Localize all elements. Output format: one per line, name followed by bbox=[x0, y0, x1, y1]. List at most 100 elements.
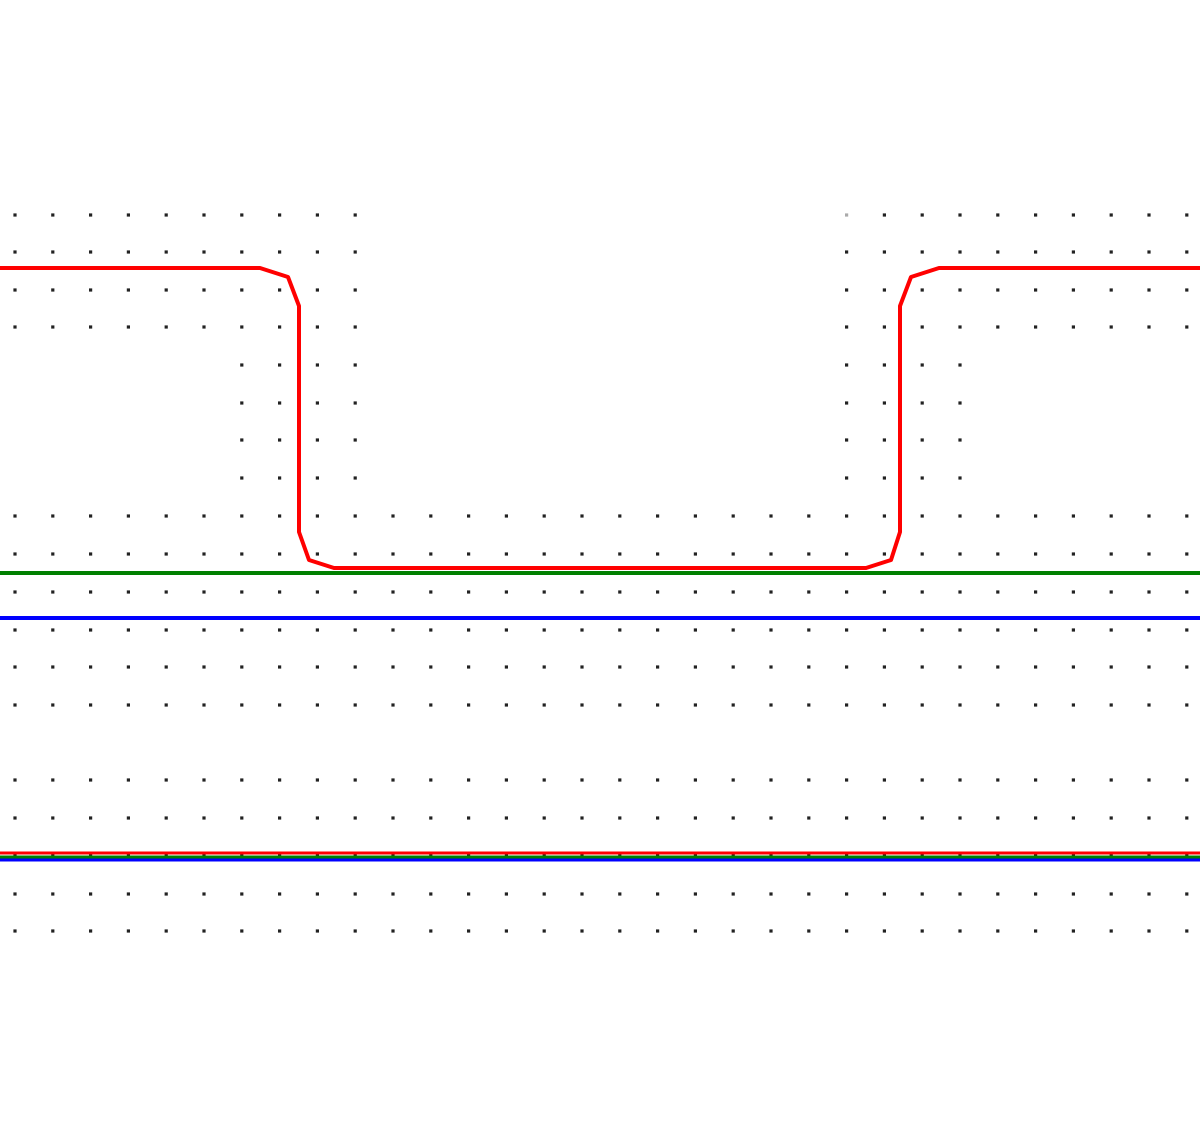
grid-dot bbox=[278, 514, 282, 518]
grid-dot bbox=[164, 288, 168, 292]
grid-dot bbox=[920, 590, 924, 594]
grid-dot bbox=[1071, 325, 1075, 329]
grid-dot bbox=[240, 514, 244, 518]
grid-dot bbox=[13, 703, 17, 707]
grid-dot bbox=[429, 628, 433, 632]
grid-dot bbox=[656, 778, 660, 782]
grid-dot bbox=[1071, 929, 1075, 933]
grid-dot bbox=[845, 325, 849, 329]
grid-dot bbox=[920, 816, 924, 820]
grid-dot bbox=[1185, 929, 1189, 933]
grid-dot bbox=[126, 590, 130, 594]
grid-dot bbox=[202, 628, 206, 632]
grid-dot bbox=[656, 628, 660, 632]
grid-dot bbox=[882, 929, 886, 933]
grid-dot bbox=[240, 325, 244, 329]
grid-dot bbox=[845, 250, 849, 254]
grid-dot bbox=[164, 929, 168, 933]
grid-dot bbox=[353, 628, 357, 632]
grid-dot bbox=[958, 250, 962, 254]
grid-dot bbox=[315, 703, 319, 707]
grid-dot bbox=[89, 250, 93, 254]
grid-dot bbox=[89, 892, 93, 896]
grid-dot bbox=[920, 703, 924, 707]
grid-dot bbox=[467, 929, 471, 933]
grid-dot bbox=[278, 552, 282, 556]
grid-dot bbox=[1071, 552, 1075, 556]
grid-dot bbox=[467, 703, 471, 707]
grid-dot bbox=[1034, 213, 1038, 217]
grid-dot bbox=[202, 816, 206, 820]
grid-dot bbox=[429, 665, 433, 669]
grid-dot bbox=[920, 892, 924, 896]
grid-dot bbox=[391, 778, 395, 782]
grid-dot bbox=[807, 816, 811, 820]
grid-dot bbox=[391, 665, 395, 669]
grid-dot bbox=[504, 552, 508, 556]
grid-dot bbox=[315, 816, 319, 820]
grid-dot bbox=[1034, 665, 1038, 669]
grid-dot bbox=[1109, 816, 1113, 820]
grid-dot bbox=[353, 476, 357, 480]
grid-dot bbox=[126, 213, 130, 217]
grid-dot bbox=[731, 778, 735, 782]
grid-dot bbox=[504, 514, 508, 518]
grid-dot bbox=[618, 665, 622, 669]
grid-dot bbox=[13, 325, 17, 329]
grid-dot bbox=[656, 590, 660, 594]
grid-dot bbox=[240, 476, 244, 480]
grid-dot bbox=[315, 892, 319, 896]
grid-dot bbox=[429, 892, 433, 896]
grid-dot bbox=[278, 325, 282, 329]
grid-dot bbox=[618, 892, 622, 896]
grid-dot bbox=[693, 552, 697, 556]
grid-dot bbox=[202, 250, 206, 254]
grid-dot bbox=[1109, 778, 1113, 782]
grid-dot bbox=[845, 778, 849, 782]
grid-dot bbox=[1147, 665, 1151, 669]
grid-dot bbox=[1185, 778, 1189, 782]
grid-dot bbox=[391, 514, 395, 518]
grid-dot bbox=[845, 892, 849, 896]
grid-dot bbox=[882, 363, 886, 367]
grid-dot bbox=[882, 514, 886, 518]
grid-dot bbox=[542, 628, 546, 632]
grid-dot bbox=[315, 514, 319, 518]
grid-dot bbox=[1034, 590, 1038, 594]
grid-dot bbox=[958, 288, 962, 292]
grid-dot bbox=[882, 628, 886, 632]
grid-dot bbox=[1147, 892, 1151, 896]
grid-dot bbox=[920, 929, 924, 933]
grid-dot bbox=[353, 363, 357, 367]
grid-dot bbox=[240, 665, 244, 669]
grid-dot bbox=[164, 665, 168, 669]
grid-dot bbox=[504, 929, 508, 933]
grid-dot bbox=[542, 816, 546, 820]
grid-dot bbox=[240, 213, 244, 217]
grid-dot bbox=[1071, 628, 1075, 632]
grid-dot bbox=[958, 363, 962, 367]
grid-dot bbox=[1109, 250, 1113, 254]
grid-dot bbox=[920, 514, 924, 518]
grid-dot bbox=[51, 590, 55, 594]
grid-dot bbox=[353, 213, 357, 217]
grid-dot bbox=[542, 665, 546, 669]
grid-dot bbox=[845, 363, 849, 367]
grid-dot bbox=[51, 552, 55, 556]
grid-dot bbox=[164, 628, 168, 632]
grid-dot bbox=[51, 213, 55, 217]
grid-dot bbox=[882, 476, 886, 480]
grid-dot bbox=[580, 514, 584, 518]
grid-dot bbox=[240, 288, 244, 292]
grid-dot bbox=[353, 590, 357, 594]
grid-dot bbox=[769, 778, 773, 782]
grid-dot bbox=[89, 552, 93, 556]
grid-dot bbox=[958, 552, 962, 556]
grid-dot bbox=[845, 628, 849, 632]
grid-dot bbox=[542, 929, 546, 933]
grid-dot bbox=[1147, 628, 1151, 632]
grid-dot bbox=[920, 476, 924, 480]
grid-dot bbox=[51, 288, 55, 292]
grid-dot bbox=[1147, 250, 1151, 254]
grid-dot bbox=[996, 816, 1000, 820]
